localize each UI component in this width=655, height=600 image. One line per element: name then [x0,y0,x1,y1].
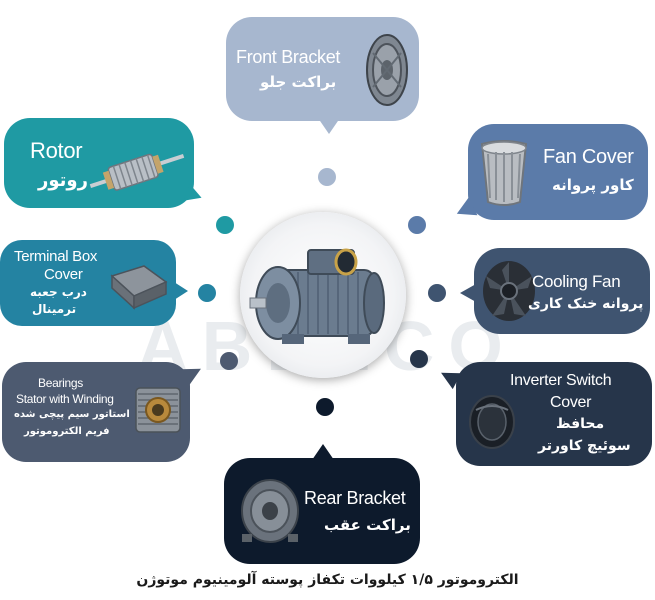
center-motor [240,212,406,378]
rear-bracket-icon [241,479,299,543]
cooling-fan-dot [428,284,446,302]
stator-label-fa-line1: استاتور سیم پیچی شده [14,409,130,420]
cooling-fan-tail [460,284,476,302]
cooling-fan-icon [483,261,535,321]
terminal-box-label-fa-line2: ترمینال [32,302,77,316]
terminal-box-label-line1: Terminal Box [14,248,98,265]
rear-bracket-label: Rear Bracket [304,488,406,508]
fan-cover-label-fa: کاور پروانه [552,176,634,194]
stator-label-line2: Stator with Winding [16,392,114,406]
stator-label-line1: Bearings [38,376,83,390]
rear-bracket-label-fa: براکت عقب [324,516,411,534]
terminal-box-icon [110,265,168,310]
inverter-bubble: Inverter Switch Cover محافظ سوئیچ کاورتر [456,362,652,466]
fan-cover-label: Fan Cover [543,146,634,168]
stator-icon [135,387,181,433]
inverter-label-line1: Inverter Switch [510,372,612,389]
fan-cover-dot [408,216,426,234]
front-bracket-label-fa: براکت جلو [260,73,337,91]
rotor-label: Rotor [30,138,83,163]
fan-cover-icon [480,140,528,206]
front-bracket-label: Front Bracket [236,47,341,67]
rotor-dot [216,216,234,234]
front-bracket-icon [366,34,408,106]
front-bracket-dot [318,168,336,186]
rotor-label-fa: روتور [38,170,88,191]
electric-motor-icon [249,248,385,344]
terminal-box-tail [174,282,188,300]
caption: الکتروموتور ۱/۵ کیلووات تکفاز پوسته آلوم… [136,572,519,588]
rear-bracket-dot [316,398,334,416]
terminal-box-bubble: Terminal Box Cover درب جعبه ترمینال [0,240,176,326]
stator-dot [220,352,238,370]
rear-bracket-bubble: Rear Bracket براکت عقب [224,458,420,564]
inverter-label-fa-line1: محافظ [556,416,605,432]
cooling-fan-bubble: Cooling Fan پروانه خنک کاری [474,248,650,334]
rotor-icon [89,153,185,191]
terminal-box-dot [198,284,216,302]
front-bracket-bubble: Front Bracket براکت جلو [226,17,419,121]
stator-bubble: Bearings Stator with Winding استاتور سیم… [2,362,190,462]
stator-label-fa-line2: فریم الکتروموتور [24,426,110,437]
terminal-box-label-line2: Cover [44,266,83,283]
cooling-fan-label: Cooling Fan [532,272,621,291]
inverter-label-line2: Cover [550,394,592,411]
rotor-bubble: Rotor روتور [4,118,194,208]
inverter-label-fa-line2: سوئیچ کاورتر [538,438,631,454]
fan-cover-bubble: Fan Cover کاور پروانه [468,124,648,220]
front-bracket-tail [318,118,340,134]
rear-bracket-tail [312,444,334,460]
inverter-dot [410,350,428,368]
inverter-cover-icon [469,395,515,449]
terminal-box-label-fa-line1: درب جعبه [30,285,87,299]
cooling-fan-label-fa: پروانه خنک کاری [528,296,644,312]
